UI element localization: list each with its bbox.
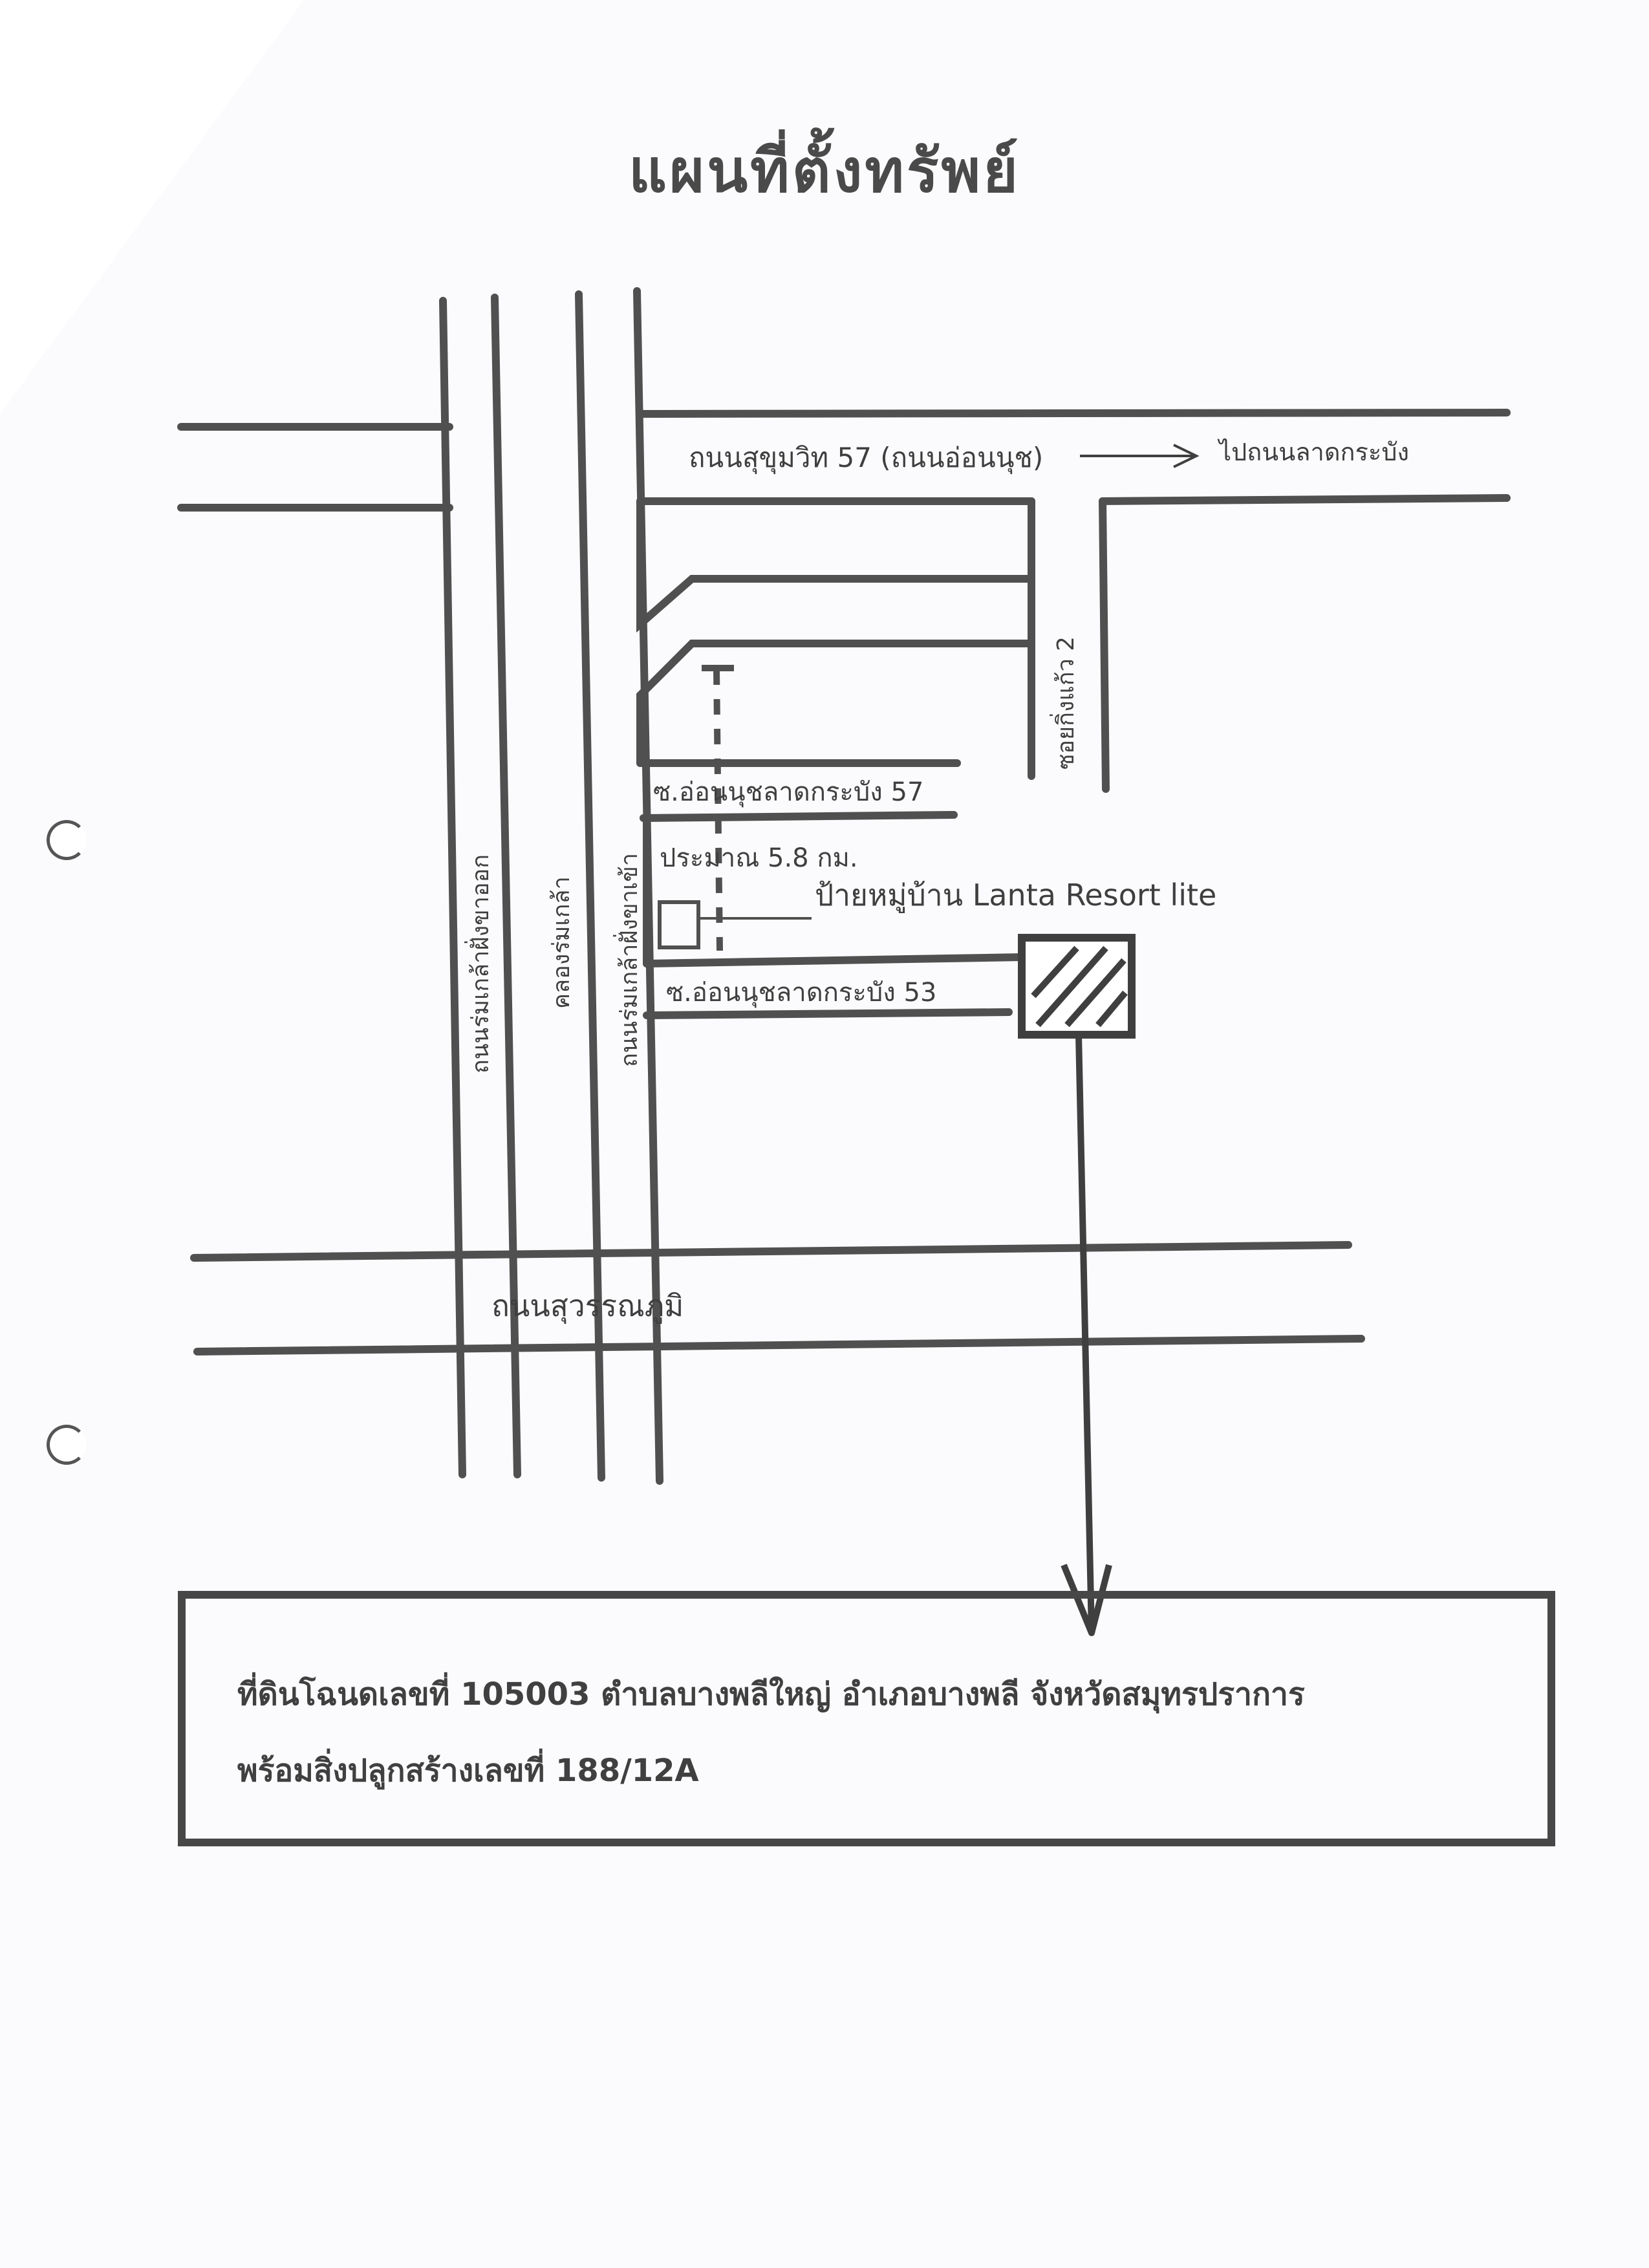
punch-hole-lower	[47, 1425, 87, 1465]
description-line-2: พร้อมสิ่งปลูกสร้างเลขที่ 188/12A	[237, 1753, 699, 1789]
road-connector	[636, 497, 1035, 633]
property-pointer-line	[1075, 1034, 1095, 1634]
road-vertical-edge	[491, 294, 521, 1478]
road-bottom-upper-edge	[190, 1241, 1352, 1262]
road-vertical-edge	[1099, 497, 1110, 793]
property-pointer-arrowhead	[1061, 1564, 1112, 1636]
property-hatch	[1064, 958, 1126, 1028]
page-title: แผนที่ตั้งทรัพย์	[628, 136, 1020, 206]
road-connector	[636, 640, 1035, 767]
road-bottom-label: ถนนสุวรรณภูมิ	[491, 1288, 684, 1324]
direction-arrow-head	[1173, 444, 1200, 468]
folded-corner	[0, 0, 304, 414]
soi-upper-label: ซ.อ่อนนุชลาดกระบัง 57	[653, 777, 923, 808]
road-vertical-2-label: คลองร่มเกล้า	[548, 876, 575, 1009]
road-top-lower-edge	[1099, 494, 1511, 505]
road-top-upper-edge	[636, 409, 1511, 418]
punch-hole-upper	[47, 820, 87, 860]
soi-lower-label: ซ.อ่อนนุชลาดกระบัง 53	[666, 978, 936, 1008]
soi-upper-edge	[640, 811, 958, 822]
road-right-label: ซอยกิ่งแก้ว 2	[1050, 636, 1079, 770]
landmark-label: ป้ายหมู่บ้าน Lanta Resort lite	[815, 878, 1216, 913]
soi-lower-edge	[643, 953, 1026, 967]
description-line-1: ที่ดินโฉนดเลขที่ 105003 ตำบลบางพลีใหญ่ อ…	[237, 1676, 1305, 1712]
soi-lower-edge	[643, 1008, 1013, 1019]
property-hatch	[1095, 990, 1128, 1028]
distance-label: ประมาณ 5.8 กม.	[660, 843, 858, 873]
road-bottom-lower-edge	[193, 1335, 1365, 1355]
road-vertical-1-label: ถนนร่มเกล้าฝั่งขาออก	[464, 854, 494, 1074]
road-vertical-3-label: ถนนร่มเกล้าฝั่งขาเข้า	[613, 853, 643, 1067]
property-description-box: ที่ดินโฉนดเลขที่ 105003 ตำบลบางพลีใหญ่ อ…	[178, 1591, 1555, 1846]
road-vertical-edge	[439, 297, 466, 1478]
property-hatch	[1031, 945, 1079, 999]
road-top-direction-label: ไปถนนลาดกระบัง	[1217, 438, 1409, 466]
road-top-label: ถนนสุขุมวิท 57 (ถนนอ่อนนุช)	[689, 442, 1043, 475]
road-vertical-edge	[575, 290, 605, 1482]
route-dashed-line	[713, 669, 723, 951]
village-sign-marker	[658, 900, 700, 949]
property-hatch	[1035, 945, 1108, 1028]
